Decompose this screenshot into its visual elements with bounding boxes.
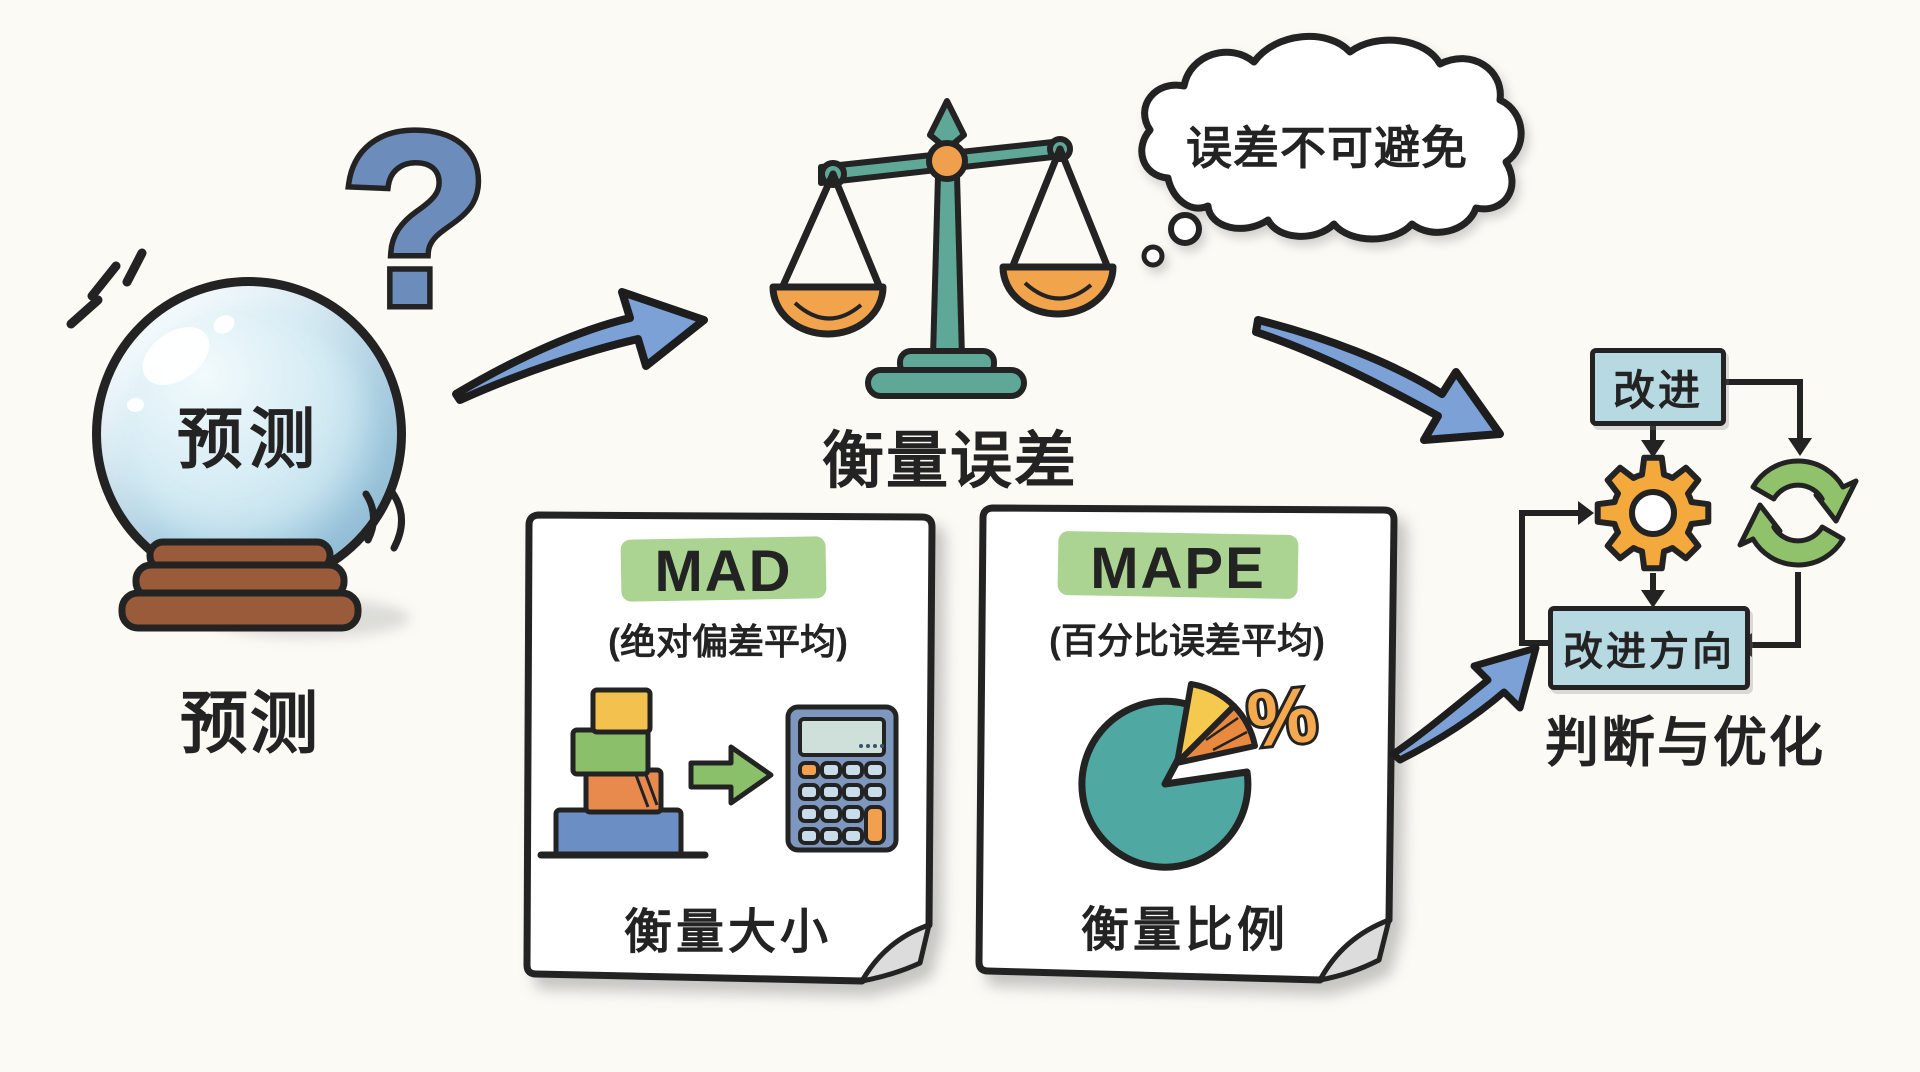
ball-highlight-tiny [127,398,144,412]
crystal-ball-icon: 预测 [92,277,406,591]
question-mark-glyph: ? [340,86,490,356]
cloud-text: 误差不可避免 [1186,122,1468,174]
mad-caption: 衡量大小 [623,906,832,959]
balance-scale-icon [769,98,1117,399]
forecast-caption: 预测 [179,686,320,762]
pie-chart-icon [1078,697,1252,871]
ball-highlight-small [210,311,238,338]
mad-title: MAD [654,539,793,604]
fold-corner [1317,917,1392,983]
mape-card: MAPE (百分比误差平均) % 衡量比例 [970,500,1405,992]
mad-illustration [537,687,899,859]
green-arrow-icon [688,744,774,806]
crystal-ball-label: 预测 [177,402,321,476]
blocks-stack-icon [537,687,709,859]
judge-optimize-caption: 判断与优化 [1545,713,1825,773]
flow-box-improve-direction: 改进方向 [1548,606,1750,690]
gear-icon [1594,454,1712,572]
mape-caption: 衡量比例 [1080,904,1289,957]
ball-highlight [131,315,221,397]
mad-card: MAD (绝对偏差平均) [518,505,938,990]
question-mark-icon: ? [335,86,496,362]
cycle-icon [1737,458,1859,568]
flow-box-improve: 改进 [1590,348,1726,426]
flow-box-improve-label: 改进 [1612,366,1703,414]
ball-base-icon [118,538,362,632]
percent-icon: % [1243,670,1321,765]
mad-subtitle: (绝对偏差平均) [608,621,848,662]
fold-corner [859,922,932,984]
arrow-scale-to-flow-icon [1252,316,1504,444]
thought-bubble-small [1141,244,1165,268]
measure-error-caption: 衡量误差 [821,427,1078,496]
arrow-card-to-flow-icon [1389,644,1540,764]
motion-lines-icon [362,490,405,552]
mape-title: MAPE [1090,536,1266,601]
thought-bubble-large [1168,212,1202,246]
calculator-icon [785,704,899,853]
mape-subtitle: (百分比误差平均) [1049,620,1325,661]
thought-cloud-icon [1138,32,1525,268]
arrow-ball-to-scale-icon [452,288,708,404]
flow-box-improve-direction-label: 改进方向 [1563,630,1735,674]
sparkle-lines-icon [66,248,147,329]
mape-illustration: % [1078,667,1324,871]
